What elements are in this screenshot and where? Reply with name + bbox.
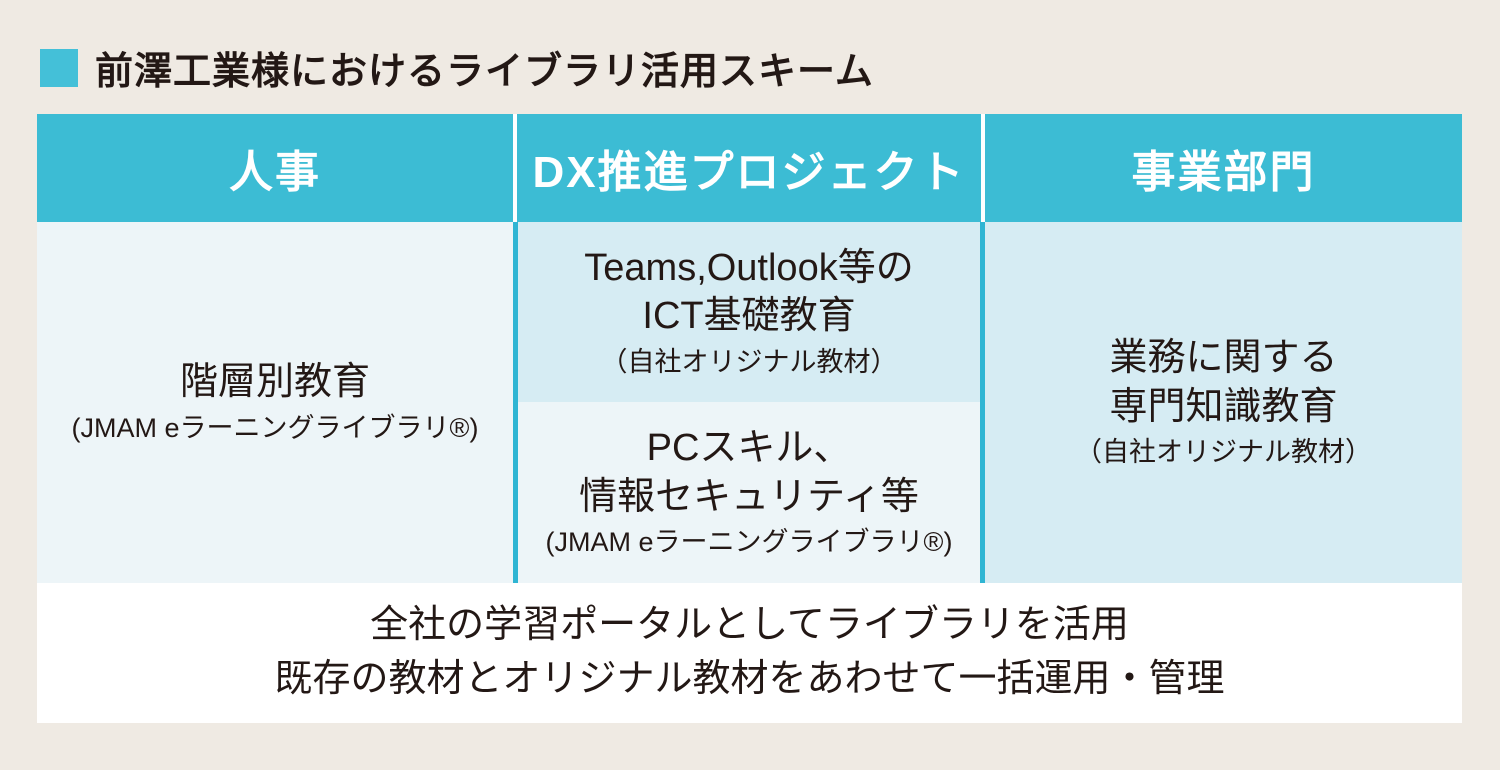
business-training-note-text: （自社オリジナル教材） bbox=[1075, 437, 1372, 468]
page-title: 前澤工業様におけるライブラリ活用スキーム bbox=[95, 51, 874, 93]
ict-training-line2: ICT基礎教育 bbox=[642, 295, 856, 338]
footer-summary-line2: 既存の教材とオリジナル教材をあわせて一括運用・管理 bbox=[274, 658, 1225, 700]
business-training-line1: 業務に関する bbox=[1109, 337, 1338, 380]
cell-ict-basic-training: Teams,Outlook等の ICT基礎教育 （自社オリジナル教材） bbox=[513, 222, 985, 402]
pc-skill-note-text: (JMAM eラーニングライブラリ®) bbox=[545, 527, 953, 558]
cell-specialized-knowledge-training: 業務に関する 専門知識教育 （自社オリジナル教材） bbox=[985, 222, 1462, 583]
footer-summary-line1: 全社の学習ポータルとしてライブラリを活用 bbox=[370, 604, 1129, 647]
hr-training-main-text: 階層別教育 bbox=[179, 361, 370, 404]
ict-training-note-text: （自社オリジナル教材） bbox=[600, 346, 898, 377]
pc-skill-line2: 情報セキュリティ等 bbox=[579, 475, 919, 518]
page-title-row: 前澤工業様におけるライブラリ活用スキーム bbox=[40, 40, 874, 95]
cell-pc-skill-security-training: PCスキル、 情報セキュリティ等 (JMAM eラーニングライブラリ®) bbox=[513, 402, 985, 583]
business-training-line2: 専門知識教育 bbox=[1109, 385, 1338, 428]
title-bullet-square-icon bbox=[40, 48, 78, 87]
footer-summary-row: 全社の学習ポータルとしてライブラリを活用 既存の教材とオリジナル教材をあわせて一… bbox=[37, 583, 1462, 723]
library-scheme-table: 人事 DX推進プロジェクト 事業部門 階層別教育 (JMAM eラーニングライブ… bbox=[37, 114, 1462, 723]
cell-hr-training: 階層別教育 (JMAM eラーニングライブラリ®) bbox=[37, 222, 513, 583]
column-header-hr: 人事 bbox=[37, 114, 513, 222]
column-header-business-division: 事業部門 bbox=[985, 114, 1462, 222]
column-header-dx-project: DX推進プロジェクト bbox=[513, 114, 985, 222]
hr-training-note-text: (JMAM eラーニングライブラリ®) bbox=[71, 413, 479, 444]
pc-skill-line1: PCスキル、 bbox=[646, 427, 852, 470]
ict-training-line1: Teams,Outlook等の bbox=[584, 246, 914, 289]
